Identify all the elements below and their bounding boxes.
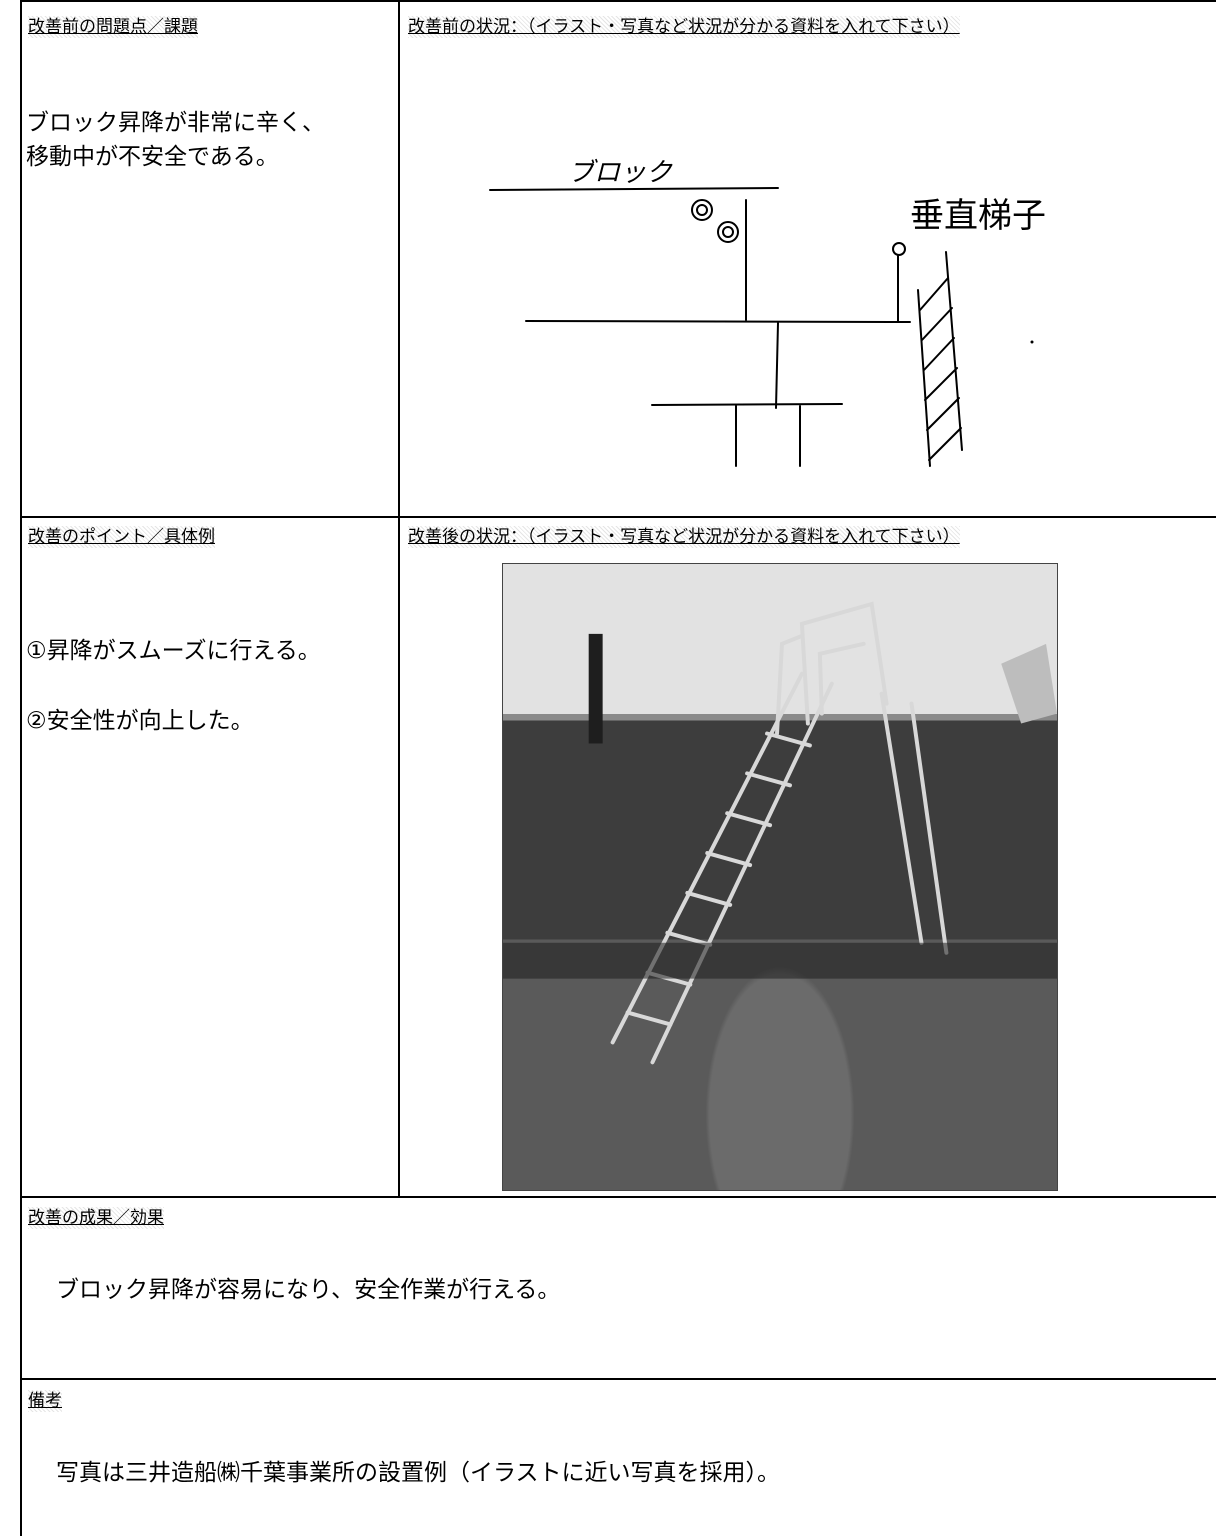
after-situation-header: 改善後の状況：（イラスト・写真など状況が分かる資料を入れて下さい）: [408, 526, 960, 548]
sketch-label-vertical-ladder: 垂直梯子: [910, 196, 1046, 236]
before-problem-line-2: 移動中が不安全である。: [26, 144, 279, 170]
remarks-text: 写真は三井造船㈱千葉事業所の設置例（イラストに近い写真を採用）。: [56, 1460, 781, 1486]
border-column-divider: [398, 0, 400, 1198]
before-situation-header: 改善前の状況：（イラスト・写真など状況が分かる資料を入れて下さい）: [408, 16, 960, 38]
border-left: [20, 0, 22, 1536]
before-problem-line-1: ブロック昇降が非常に辛く、: [26, 110, 325, 136]
border-top: [20, 0, 1216, 2]
border-row1-bottom: [20, 516, 1216, 518]
after-photo-ladder-installation: [502, 563, 1058, 1191]
remarks-header: 備考: [28, 1390, 62, 1412]
improvement-point-2: ②安全性が向上した。: [26, 708, 254, 734]
before-sketch: [489, 187, 1034, 467]
results-header: 改善の成果／効果: [28, 1207, 164, 1229]
border-row2-bottom: [20, 1196, 1216, 1198]
sketch-label-block: ブロック: [568, 158, 673, 188]
improvement-point-1: ①昇降がスムーズに行える。: [26, 638, 321, 664]
results-text: ブロック昇降が容易になり、安全作業が行える。: [56, 1277, 561, 1303]
improvement-points-header: 改善のポイント／具体例: [28, 526, 215, 548]
before-problem-header: 改善前の問題点／課題: [28, 16, 198, 38]
border-row3-bottom: [20, 1378, 1216, 1380]
after-photo-detail: [503, 601, 1057, 1065]
